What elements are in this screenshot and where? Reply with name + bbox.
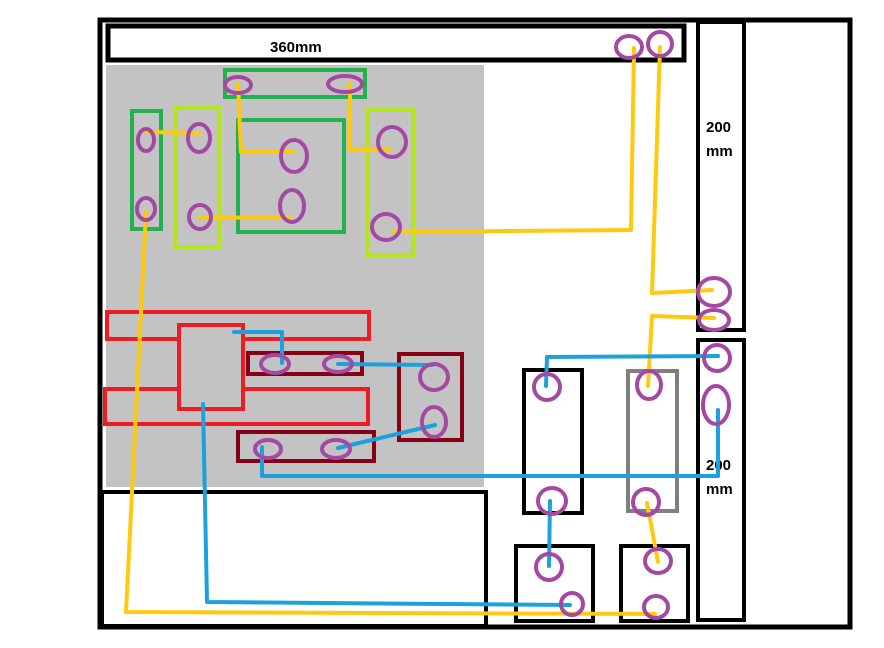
pump-left: [514, 544, 595, 623]
fitting-ring: [322, 354, 354, 374]
fitting-ring: [635, 369, 663, 401]
darkred-bar-bottom: [236, 430, 376, 463]
cpu-block: [236, 118, 346, 234]
fitting-ring: [696, 276, 732, 308]
fitting-ring: [418, 362, 450, 392]
side-radiator-upper: [696, 20, 746, 332]
darkred-block: [397, 352, 464, 442]
fitting-ring: [646, 30, 674, 58]
side-radiator-lower: [696, 338, 746, 622]
fitting-ring: [643, 547, 673, 575]
top-radiator: [105, 23, 687, 63]
warm-tube: [236, 82, 295, 154]
warm-tube: [391, 46, 636, 234]
fitting-ring: [420, 405, 448, 439]
fitting-ring: [136, 127, 156, 153]
fitting-ring: [559, 591, 585, 617]
fitting-ring: [135, 196, 157, 222]
side-radiator-lower-label-2: mm: [706, 481, 733, 498]
warm-tube: [646, 314, 716, 388]
fittings: [135, 30, 732, 620]
fitting-ring: [631, 487, 661, 517]
fitting-ring: [370, 212, 402, 242]
fitting-ring: [186, 122, 212, 154]
cold-tube: [260, 408, 720, 478]
side-radiator-upper-label-2: mm: [706, 143, 733, 160]
fitting-ring: [259, 353, 291, 375]
warm-tube: [650, 45, 714, 295]
cold-tube: [232, 330, 284, 365]
top-radiator-label: 360mm: [270, 39, 322, 56]
cold-tube: [201, 402, 572, 607]
fitting-ring: [376, 125, 408, 159]
warm-tube: [348, 82, 392, 152]
fitting-ring: [702, 343, 732, 373]
fitting-ring: [614, 34, 644, 60]
warm-tube: [124, 210, 657, 616]
fitting-ring: [697, 308, 731, 332]
fitting-ring: [279, 138, 309, 174]
warm-tube: [198, 215, 292, 220]
fitting-ring: [253, 438, 283, 460]
cold-tube: [336, 423, 437, 450]
lightgreen-block-left: [174, 106, 221, 249]
side-radiator-upper-label-1: 200: [706, 119, 731, 136]
fitting-ring: [278, 188, 306, 224]
fitting-ring: [187, 203, 213, 231]
fitting-ring: [320, 438, 352, 460]
lightgreen-block-right: [366, 108, 415, 257]
fitting-ring: [536, 486, 568, 516]
pump-right: [619, 544, 690, 623]
fitting-ring: [534, 552, 564, 582]
gpu-block: [177, 323, 245, 411]
fitting-ring: [532, 372, 562, 402]
psu-shroud: [100, 490, 488, 628]
fitting-ring: [223, 75, 253, 95]
fitting-ring: [701, 384, 731, 426]
cold-tube: [544, 354, 720, 388]
fitting-ring: [326, 74, 364, 94]
cold-tube: [547, 499, 552, 568]
fitting-ring: [642, 594, 670, 620]
